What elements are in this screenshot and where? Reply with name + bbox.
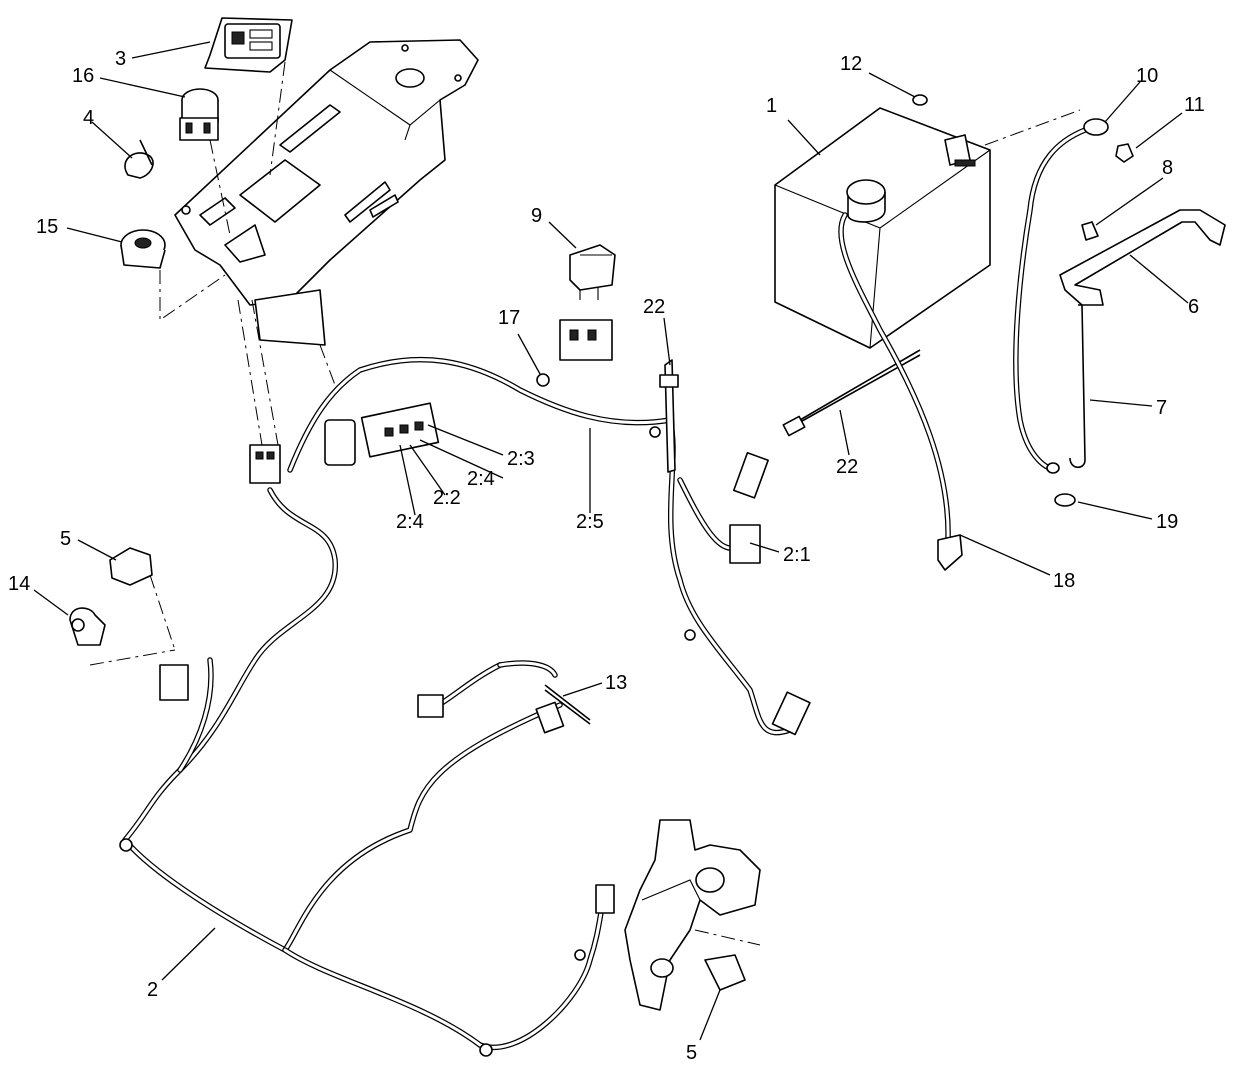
washer-19 [1054, 493, 1076, 507]
alignment-lines [89, 61, 1081, 946]
battery-cable-positive [1013, 118, 1109, 474]
seat-switch-assembly [624, 819, 761, 1011]
callout-10: 10 [1136, 65, 1158, 87]
callout-2-1: 2:1 [783, 544, 811, 566]
leader-lines [33, 41, 1189, 1041]
callout-15: 15 [36, 216, 58, 238]
callout-labels: 3 16 4 15 5 14 2 5 13 17 9 22 22 1 12 10… [8, 48, 1205, 1064]
callout-5-upper: 5 [60, 528, 71, 550]
push-switch [179, 88, 219, 141]
callout-22-lower: 22 [836, 456, 858, 478]
main-wire-harness [122, 356, 793, 1050]
hold-down-bracket [1059, 209, 1226, 306]
ignition-key [124, 139, 154, 179]
callout-13: 13 [605, 672, 627, 694]
callout-16: 16 [72, 65, 94, 87]
control-panel-bracket [174, 39, 479, 346]
callout-2: 2 [147, 979, 158, 1001]
callout-18: 18 [1053, 570, 1075, 592]
callout-4: 4 [83, 107, 94, 129]
callout-6: 6 [1188, 296, 1199, 318]
callout-17: 17 [498, 307, 520, 329]
wing-nut-8 [1081, 221, 1099, 241]
hold-down-rod [1069, 304, 1086, 469]
relay [569, 244, 616, 300]
nut-12 [912, 94, 928, 106]
callout-3: 3 [115, 48, 126, 70]
callout-2-5: 2:5 [576, 511, 604, 533]
battery-cable-negative [838, 212, 963, 571]
bolt-11 [1115, 143, 1134, 163]
callout-9: 9 [531, 205, 542, 227]
sensor-probe [544, 684, 591, 725]
callout-2-4-left: 2:4 [396, 511, 424, 533]
switch-upper [109, 547, 153, 586]
callout-2-3: 2:3 [507, 448, 535, 470]
callout-2-4-right: 2:4 [467, 468, 495, 490]
hour-meter-display [204, 17, 293, 73]
harness-connectors [119, 319, 811, 1057]
callout-19: 19 [1156, 511, 1178, 533]
ignition-switch [120, 229, 166, 269]
callout-5-lower: 5 [686, 1042, 697, 1064]
callout-7: 7 [1156, 397, 1167, 419]
plug-14 [69, 607, 106, 646]
callout-22-upper: 22 [643, 296, 665, 318]
cable-tie-upper [659, 359, 679, 473]
screw-17 [536, 373, 550, 387]
callout-11: 11 [1184, 94, 1205, 116]
callout-8: 8 [1162, 157, 1173, 179]
battery [774, 107, 991, 349]
callout-12: 12 [840, 53, 862, 75]
callout-2-2: 2:2 [433, 487, 461, 509]
callout-14: 14 [8, 573, 30, 595]
callout-1: 1 [766, 95, 777, 117]
